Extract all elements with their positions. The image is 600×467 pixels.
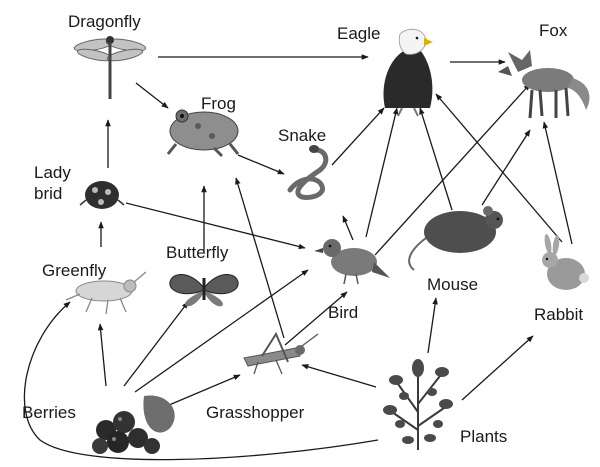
label-grasshopper: Grasshopper <box>206 403 305 422</box>
label-eagle: Eagle <box>337 24 380 43</box>
plants-icon <box>383 359 453 450</box>
arrow-mouse-to-eagle <box>420 108 452 210</box>
arrow-plants-to-mouse <box>428 298 436 353</box>
arrow-plants-to-rabbit <box>462 336 533 400</box>
labels: Dragonfly Eagle Fox Frog Snake Lady brid… <box>22 12 583 446</box>
label-plants: Plants <box>460 427 507 446</box>
arrow-berries-to-greenfly <box>100 324 106 386</box>
grasshopper-icon <box>244 334 318 374</box>
label-greenfly: Greenfly <box>42 261 107 280</box>
label-berries: Berries <box>22 403 76 422</box>
label-mouse: Mouse <box>427 275 478 294</box>
arrow-bird-to-eagle <box>366 108 397 237</box>
label-bird: Bird <box>328 303 358 322</box>
ladybird-icon <box>80 181 124 209</box>
arrow-snake-to-eagle <box>332 108 384 165</box>
arrow-ladybird-to-bird <box>126 203 305 248</box>
arrow-plants-to-grasshopper <box>302 365 376 387</box>
label-ladybird-line2: brid <box>34 184 62 203</box>
dragonfly-icon <box>73 36 146 99</box>
fox-icon <box>498 50 590 118</box>
berries-icon <box>92 396 175 454</box>
arrow-bird-to-snake <box>343 216 353 240</box>
arrow-berries-to-butterfly <box>124 302 188 386</box>
label-fox: Fox <box>539 21 568 40</box>
arrow-frog-to-snake <box>238 155 284 174</box>
label-rabbit: Rabbit <box>534 305 583 324</box>
mouse-icon <box>409 206 503 270</box>
feeding-arrows <box>24 57 572 460</box>
butterfly-icon <box>170 274 238 306</box>
arrow-mouse-to-fox <box>482 130 530 205</box>
label-snake: Snake <box>278 126 326 145</box>
rabbit-icon <box>542 234 589 290</box>
bird-icon <box>314 239 390 284</box>
eagle-icon <box>384 29 433 116</box>
label-frog: Frog <box>201 94 236 113</box>
arrow-grasshopper-to-frog <box>236 178 284 338</box>
label-dragonfly: Dragonfly <box>68 12 141 31</box>
arrow-dragonfly-to-frog <box>136 83 168 108</box>
frog-icon <box>168 110 238 156</box>
label-ladybird-line1: Lady <box>34 163 71 182</box>
label-butterfly: Butterfly <box>166 243 229 262</box>
arrow-plants-to-greenfly <box>24 302 378 460</box>
snake-icon <box>290 145 326 198</box>
